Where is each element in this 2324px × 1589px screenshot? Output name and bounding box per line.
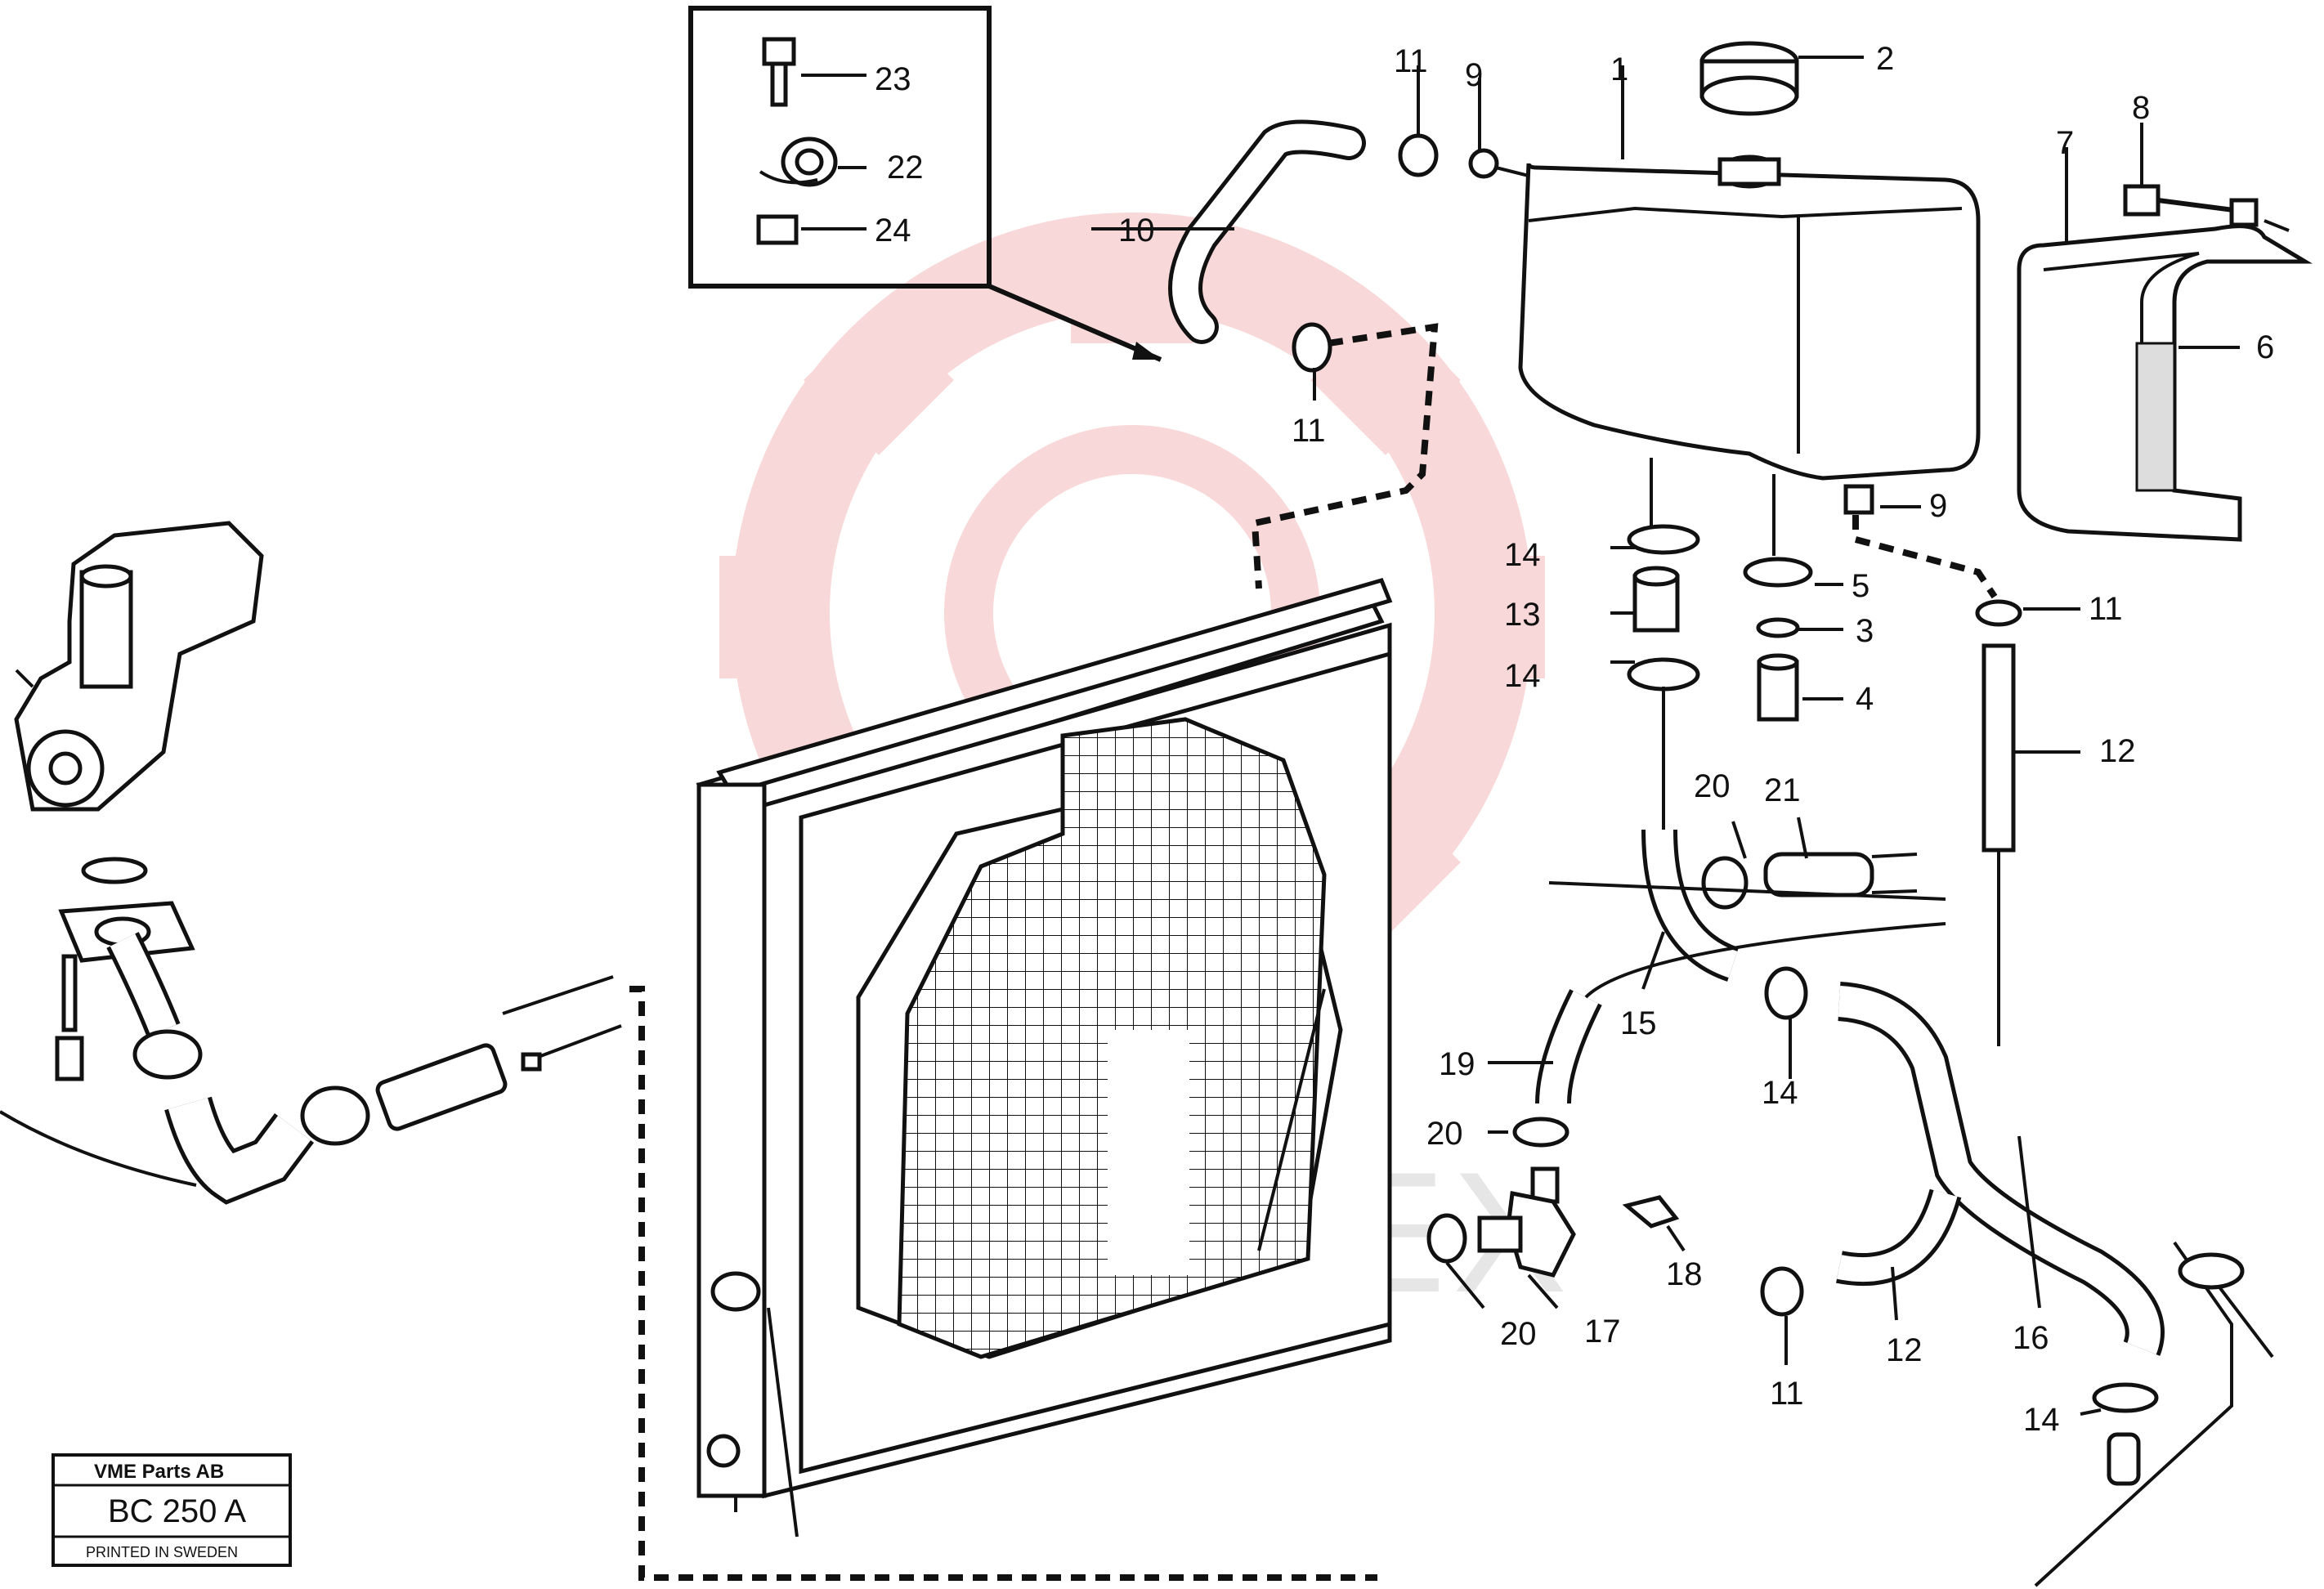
callout-11-a: 11: [1292, 413, 1326, 449]
callout-9-b: 9: [1929, 488, 1947, 524]
callout-11-d: 11: [1770, 1376, 1804, 1412]
callout-20-c: 20: [1500, 1316, 1537, 1352]
callout-7: 7: [2056, 125, 2074, 161]
callout-3: 3: [1856, 613, 1874, 649]
callout-24: 24: [875, 213, 911, 248]
engine-outlet-assembly: [0, 521, 622, 1205]
callout-14-a: 14: [1504, 537, 1541, 573]
lower-fittings: [1426, 1117, 2274, 1587]
callout-20-a: 20: [1694, 768, 1731, 804]
stamp-company: VME Parts AB: [94, 1461, 224, 1483]
expansion-tank-1: [1518, 41, 1981, 481]
callout-11-b: 11: [1394, 43, 1428, 79]
callout-11-c: 11: [2089, 591, 2123, 627]
callout-5: 5: [1852, 568, 1869, 604]
callout-8: 8: [2132, 90, 2150, 126]
callout-12-b: 12: [1886, 1332, 1923, 1368]
tank-outlet-parts: [1610, 458, 1998, 830]
callout-labels: 23 22 24 10 11 11 9 1 2 8 7 6 9 14 13 14…: [875, 41, 2274, 1438]
stamp-code: BC 250 A: [108, 1493, 246, 1529]
callout-15: 15: [1620, 1005, 1657, 1041]
callout-21: 21: [1764, 772, 1801, 808]
callout-1: 1: [1610, 51, 1628, 87]
callout-4: 4: [1856, 681, 1874, 717]
callout-9-a: 9: [1465, 57, 1483, 93]
tank-strap-and-bracket: [2017, 123, 2313, 542]
radiator-assembly: [629, 577, 1393, 1581]
inset-detail-box: [688, 6, 1162, 362]
hose-10: [1091, 65, 1529, 589]
callout-19: 19: [1439, 1046, 1475, 1082]
callout-12-a: 12: [2099, 733, 2136, 769]
callout-14-d: 14: [2023, 1402, 2060, 1438]
stamp-printed: PRINTED IN SWEDEN: [86, 1544, 238, 1560]
callout-18: 18: [1666, 1256, 1703, 1292]
callout-17: 17: [1584, 1314, 1621, 1350]
hose-assembly: [1488, 817, 2165, 1356]
callout-14-c: 14: [1762, 1075, 1798, 1111]
callout-22: 22: [887, 150, 924, 186]
callout-20-b: 20: [1426, 1116, 1463, 1152]
callout-10: 10: [1118, 213, 1155, 248]
callout-13: 13: [1504, 597, 1541, 633]
callout-2: 2: [1876, 41, 1894, 77]
callout-23: 23: [875, 61, 911, 97]
tube-12-right: [1975, 599, 2080, 1046]
callout-6: 6: [2256, 329, 2274, 365]
callout-14-b: 14: [1504, 658, 1541, 694]
title-stamp: VME Parts AB BC 250 A PRINTED IN SWEDEN: [51, 1453, 292, 1567]
callout-16: 16: [2013, 1320, 2049, 1356]
